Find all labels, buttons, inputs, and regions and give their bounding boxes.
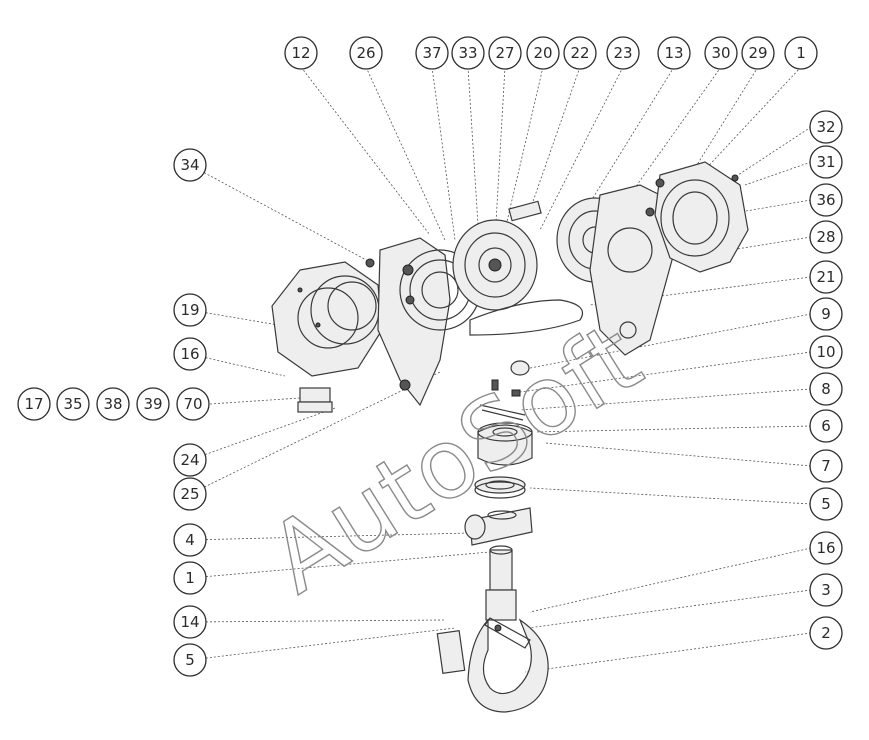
callout-35: 35 — [56, 387, 90, 421]
callout-26: 26 — [349, 36, 383, 70]
svg-text:32: 32 — [816, 118, 835, 136]
right-side-plate — [589, 184, 673, 356]
callout-24: 24 — [173, 443, 207, 477]
svg-text:9: 9 — [821, 305, 831, 323]
callout-7: 7 — [809, 449, 843, 483]
svg-text:26: 26 — [356, 44, 375, 62]
svg-text:14: 14 — [180, 613, 199, 631]
svg-text:34: 34 — [180, 156, 199, 174]
bearing-block — [477, 424, 533, 466]
callout-25: 25 — [173, 477, 207, 511]
callout-36: 36 — [809, 183, 843, 217]
svg-text:21: 21 — [816, 268, 835, 286]
callout-38: 38 — [96, 387, 130, 421]
callout-17: 17 — [17, 387, 51, 421]
callout-21: 21 — [809, 260, 843, 294]
callout-1: 1 — [173, 561, 207, 595]
svg-text:35: 35 — [63, 395, 82, 413]
callout-8: 8 — [809, 372, 843, 406]
callout-6: 6 — [809, 409, 843, 443]
svg-text:17: 17 — [24, 395, 43, 413]
svg-text:37: 37 — [422, 44, 441, 62]
callout-20: 20 — [526, 36, 560, 70]
callout-13: 13 — [657, 36, 691, 70]
callout-4: 4 — [173, 523, 207, 557]
svg-text:31: 31 — [816, 153, 835, 171]
callout-32: 32 — [809, 110, 843, 144]
callout-22: 22 — [563, 36, 597, 70]
callout-37: 37 — [415, 36, 449, 70]
hoist-assembly — [271, 161, 749, 713]
callout-23: 23 — [606, 36, 640, 70]
svg-text:70: 70 — [183, 395, 202, 413]
svg-text:16: 16 — [180, 345, 199, 363]
leader-lines — [189, 66, 812, 673]
callout-5-right: 5 — [809, 487, 843, 521]
svg-text:25: 25 — [180, 485, 199, 503]
svg-text:23: 23 — [613, 44, 632, 62]
callout-31: 31 — [809, 145, 843, 179]
svg-text:1: 1 — [185, 569, 195, 587]
callout-14: 14 — [173, 605, 207, 639]
svg-text:19: 19 — [180, 301, 199, 319]
callouts: 12 26 37 33 27 20 22 23 13 30 29 1 32 31… — [17, 36, 843, 677]
svg-text:16: 16 — [816, 539, 835, 557]
callout-1-top: 1 — [784, 36, 818, 70]
svg-text:1: 1 — [796, 44, 806, 62]
svg-text:8: 8 — [821, 380, 831, 398]
svg-text:10: 10 — [816, 343, 835, 361]
svg-text:22: 22 — [570, 44, 589, 62]
callout-30: 30 — [704, 36, 738, 70]
svg-text:20: 20 — [533, 44, 552, 62]
callout-33: 33 — [451, 36, 485, 70]
svg-text:33: 33 — [458, 44, 477, 62]
svg-text:27: 27 — [495, 44, 514, 62]
left-cover-plate — [271, 261, 383, 377]
svg-text:13: 13 — [664, 44, 683, 62]
svg-text:6: 6 — [821, 417, 831, 435]
svg-text:39: 39 — [143, 395, 162, 413]
svg-text:5: 5 — [821, 495, 831, 513]
svg-text:36: 36 — [816, 191, 835, 209]
callout-3: 3 — [809, 573, 843, 607]
svg-text:24: 24 — [180, 451, 199, 469]
svg-text:2: 2 — [821, 624, 831, 642]
svg-text:28: 28 — [816, 228, 835, 246]
motor-end-cover — [654, 161, 749, 273]
hook-shank — [489, 549, 513, 591]
callout-28: 28 — [809, 220, 843, 254]
callout-10: 10 — [809, 335, 843, 369]
svg-text:4: 4 — [185, 531, 195, 549]
callout-70: 70 — [176, 387, 210, 421]
svg-text:3: 3 — [821, 581, 831, 599]
callout-2: 2 — [809, 616, 843, 650]
svg-text:29: 29 — [748, 44, 767, 62]
svg-text:12: 12 — [291, 44, 310, 62]
svg-text:5: 5 — [185, 651, 195, 669]
callout-12: 12 — [284, 36, 318, 70]
svg-text:38: 38 — [103, 395, 122, 413]
callout-16-left: 16 — [173, 337, 207, 371]
callout-5-left: 5 — [173, 643, 207, 677]
svg-text:7: 7 — [821, 457, 831, 475]
callout-39: 39 — [136, 387, 170, 421]
hook — [467, 618, 549, 713]
callout-27: 27 — [488, 36, 522, 70]
callout-16-right: 16 — [809, 531, 843, 565]
callout-34: 34 — [173, 148, 207, 182]
callout-9: 9 — [809, 297, 843, 331]
left-side-plate — [377, 237, 451, 407]
svg-text:30: 30 — [711, 44, 730, 62]
callout-19: 19 — [173, 293, 207, 327]
callout-29: 29 — [741, 36, 775, 70]
